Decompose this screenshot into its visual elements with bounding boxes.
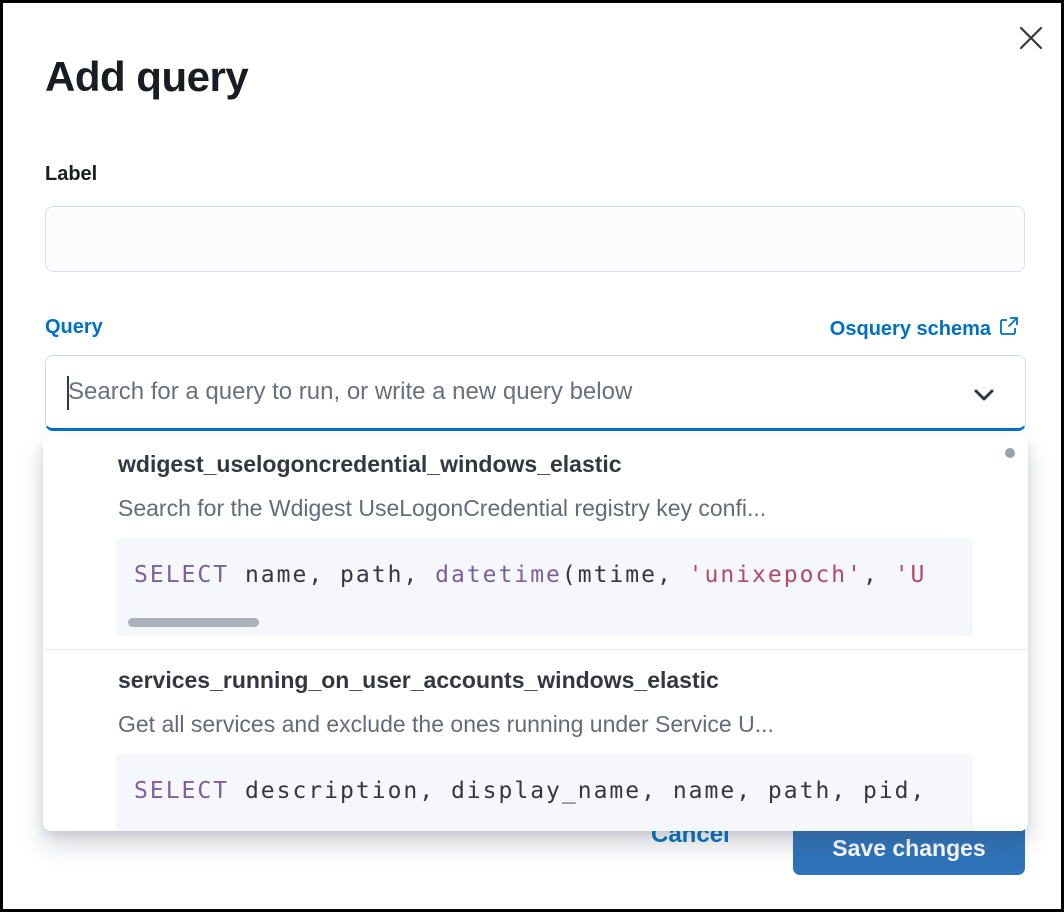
label-input[interactable] (45, 206, 1025, 272)
modal-title: Add query (45, 53, 249, 100)
vertical-scrollbar-thumb[interactable] (1005, 448, 1015, 458)
query-option-description: Search for the Wdigest UseLogonCredentia… (118, 495, 767, 521)
query-suggestions-dropdown: wdigest_uselogoncredential_windows_elast… (43, 435, 1028, 831)
query-combobox (45, 355, 1026, 431)
query-search-input[interactable] (46, 356, 1025, 428)
close-icon[interactable] (1009, 17, 1053, 61)
text-cursor (67, 376, 69, 410)
query-option-title: wdigest_uselogoncredential_windows_elast… (118, 451, 622, 477)
option-divider (43, 649, 1028, 650)
query-field-label: Query (45, 316, 103, 338)
query-option-sql-preview: SELECT description, display_name, name, … (116, 754, 973, 831)
horizontal-scrollbar-thumb[interactable] (128, 618, 259, 627)
osquery-schema-link[interactable]: Osquery schema (830, 316, 1019, 342)
query-option-description: Get all services and exclude the ones ru… (118, 711, 774, 737)
osquery-schema-link-label: Osquery schema (829, 317, 991, 340)
external-link-icon (999, 316, 1019, 342)
query-option-sql-preview: SELECT name, path, datetime(mtime, 'unix… (116, 538, 973, 636)
label-field-label: Label (45, 163, 98, 185)
query-option-title: services_running_on_user_accounts_window… (118, 667, 719, 693)
